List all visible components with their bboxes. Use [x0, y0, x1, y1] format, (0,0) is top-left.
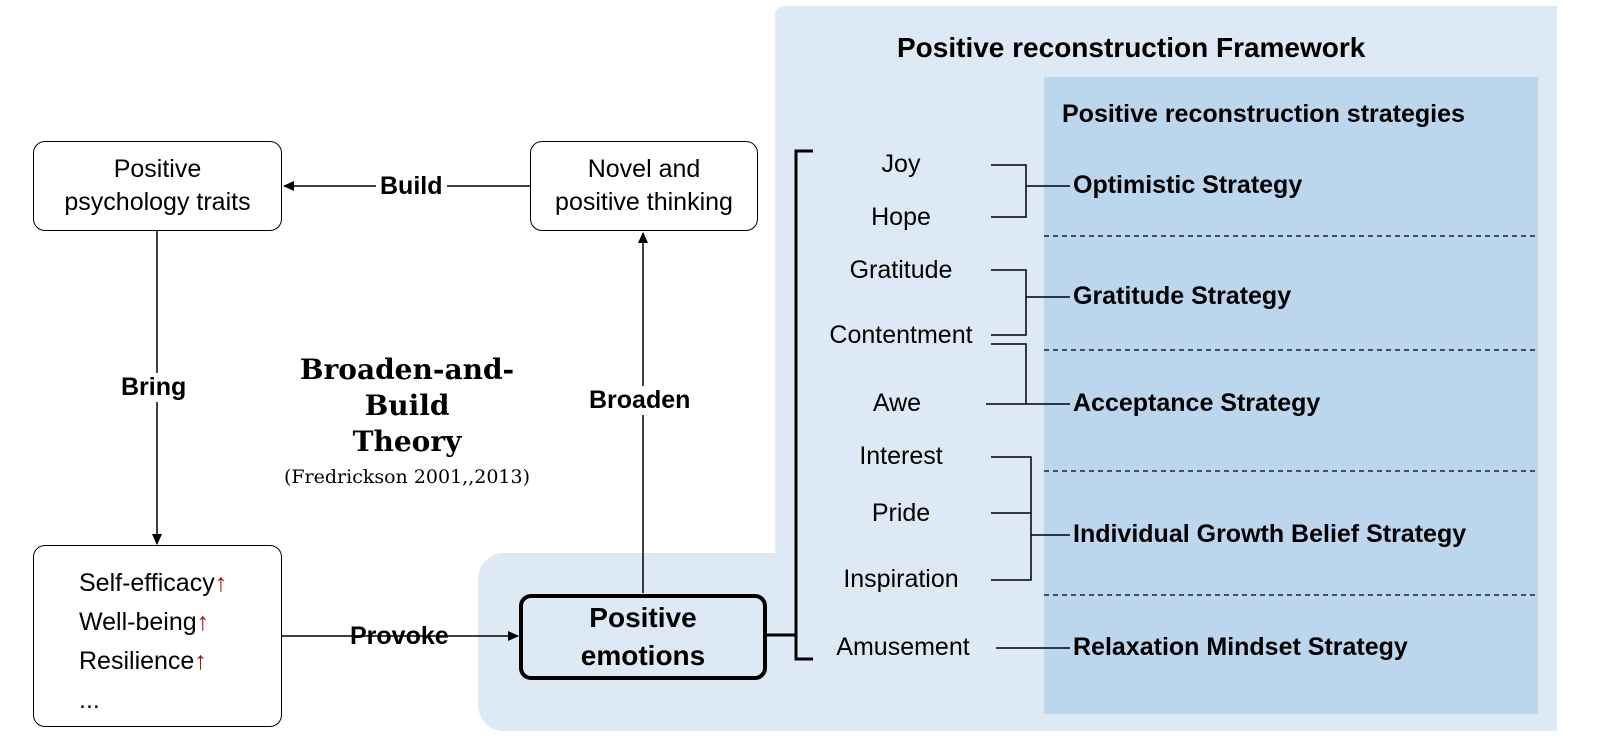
strategy-acceptance: Acceptance Strategy	[1073, 389, 1321, 417]
emotions-line1: Positive	[589, 602, 697, 633]
thinking-line2: positive thinking	[555, 188, 733, 216]
emotion-interest: Interest	[859, 442, 943, 470]
increase-arrow-icon: ↑	[196, 608, 210, 636]
outcome-item: Self-efficacy↑	[79, 569, 228, 597]
strategy-optimistic: Optimistic Strategy	[1073, 171, 1303, 199]
strategy-gratitude: Gratitude Strategy	[1073, 282, 1292, 310]
emotion-pride: Pride	[871, 499, 931, 527]
theory-title-line2: Theory	[352, 425, 462, 458]
strategies-heading: Positive reconstruction strategies	[1062, 100, 1465, 128]
framework-title: Positive reconstruction Framework	[897, 32, 1366, 63]
outcome-item: Resilience↑	[79, 647, 207, 675]
build-label: Build	[376, 172, 447, 201]
emotion-inspiration: Inspiration	[843, 565, 959, 593]
broaden-label: Broaden	[585, 386, 695, 415]
thinking-node: Novel and positive thinking	[530, 141, 758, 231]
emotions-node: Positive emotions	[519, 594, 767, 680]
thinking-line1: Novel and	[587, 155, 701, 183]
provoke-label: Provoke	[350, 622, 449, 650]
strategies-panel	[1044, 77, 1538, 714]
outcome-item: Well-being↑	[79, 608, 210, 636]
emotion-bracket	[794, 149, 813, 661]
traits-line2: psychology traits	[64, 188, 251, 216]
traits-node: Positive psychology traits	[33, 141, 282, 231]
theory-title-line1: Broaden-and-Build	[299, 353, 515, 422]
theory-citation: (Fredrickson 2001,,2013)	[283, 466, 531, 488]
increase-arrow-icon: ↑	[194, 647, 207, 675]
emotion-contentment: Contentment	[829, 321, 973, 349]
emotion-gratitude: Gratitude	[849, 256, 953, 284]
emotion-awe: Awe	[872, 389, 922, 417]
outcomes-node: Self-efficacy↑ Well-being↑ Resilience↑ .…	[33, 545, 282, 727]
emotion-amusement: Amusement	[836, 633, 970, 661]
strategy-growth: Individual Growth Belief Strategy	[1073, 520, 1467, 548]
outcome-item: ...	[79, 686, 100, 714]
theory-block: Broaden-and-Build Theory (Fredrickson 20…	[266, 352, 548, 492]
strategy-relaxation: Relaxation Mindset Strategy	[1073, 633, 1408, 661]
increase-arrow-icon: ↑	[214, 569, 228, 597]
bring-label: Bring	[117, 373, 191, 402]
emotion-joy: Joy	[881, 150, 921, 178]
emotions-line2: emotions	[580, 640, 706, 671]
emotion-hope: Hope	[871, 203, 931, 231]
traits-line1: Positive	[113, 155, 202, 183]
